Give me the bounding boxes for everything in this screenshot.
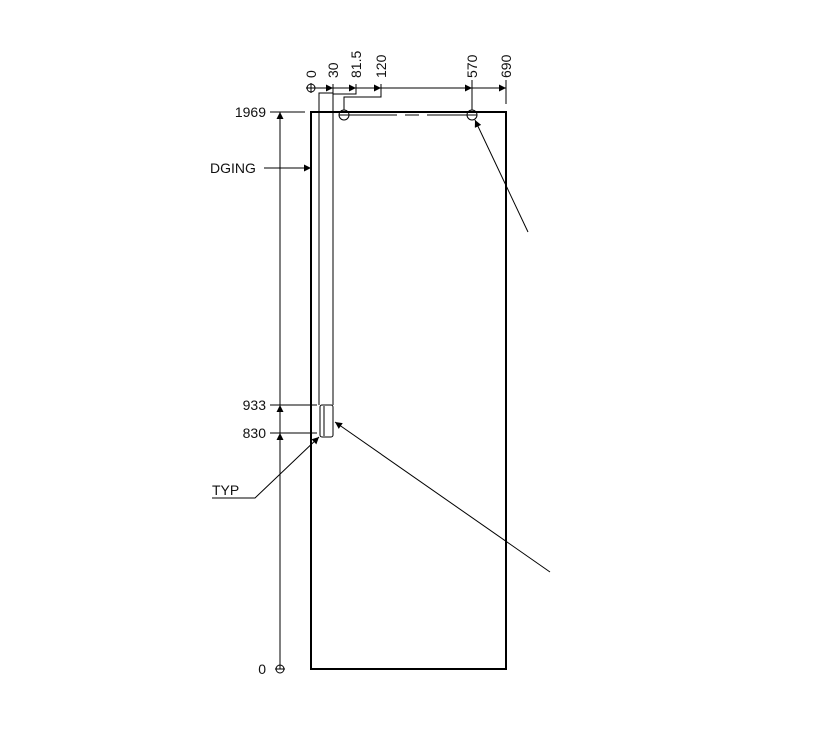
- extension-line-30: [318, 84, 334, 405]
- dim-label-690: 690: [498, 54, 514, 78]
- extension-line-120: [343, 84, 382, 110]
- dim-label-570: 570: [464, 54, 480, 78]
- dim-label-1969: 1969: [235, 104, 266, 120]
- leader-typ: [212, 436, 320, 499]
- leader-hole: [474, 119, 529, 233]
- dim-label-30: 30: [325, 62, 341, 78]
- dim-label-81-5: 81.5: [348, 51, 364, 78]
- dim-label-933: 933: [243, 397, 267, 413]
- dim-label-830: 830: [243, 425, 267, 441]
- leader-handle: [334, 421, 551, 573]
- label-edging: DGING: [210, 160, 256, 176]
- dim-label-0-side: 0: [258, 661, 266, 677]
- extension-line-81-5: [332, 84, 357, 405]
- label-typ: TYP: [212, 482, 239, 498]
- dim-label-0: 0: [303, 70, 319, 78]
- door-handle: [319, 404, 334, 438]
- door-panel: [310, 111, 507, 670]
- dim-label-120: 120: [373, 54, 389, 78]
